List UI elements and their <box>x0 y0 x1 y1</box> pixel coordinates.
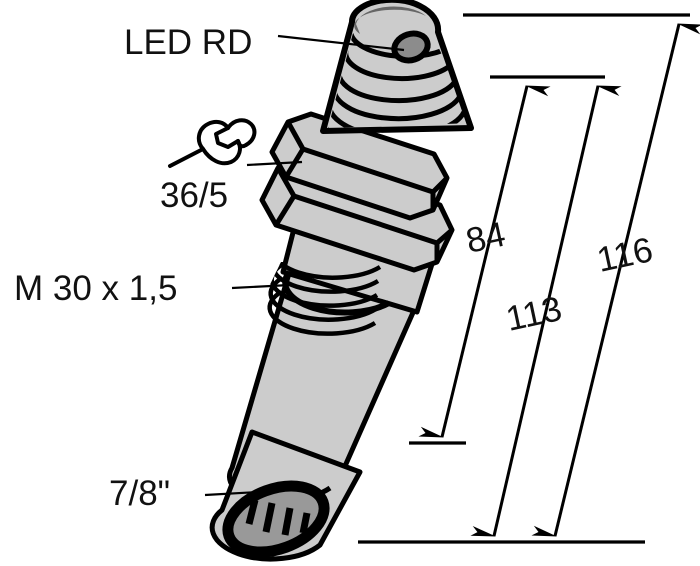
led-window <box>391 30 431 64</box>
label-wrench-size: 36/5 <box>160 176 228 215</box>
upper-threaded-section <box>320 0 474 134</box>
leader-wrench <box>246 160 303 167</box>
dimension-lines <box>358 13 700 544</box>
dim-line-84 <box>418 85 551 438</box>
label-thread: M 30 x 1,5 <box>14 269 177 308</box>
leader-connector <box>204 490 259 497</box>
leader-led <box>277 34 405 52</box>
sensor-body <box>209 0 474 562</box>
label-led: LED RD <box>124 23 252 62</box>
dim-line-116 <box>531 23 700 537</box>
dim-value-116: 116 <box>594 230 657 280</box>
leader-thread <box>231 283 291 290</box>
dim-value-113: 113 <box>503 289 566 339</box>
connector-pin-slots <box>245 499 311 536</box>
label-connector: 7/8" <box>109 474 170 513</box>
leader-lines <box>204 34 405 497</box>
connector-face-with-pins <box>222 480 330 558</box>
dim-value-84: 84 <box>463 215 509 261</box>
wrench-icon <box>168 118 257 168</box>
